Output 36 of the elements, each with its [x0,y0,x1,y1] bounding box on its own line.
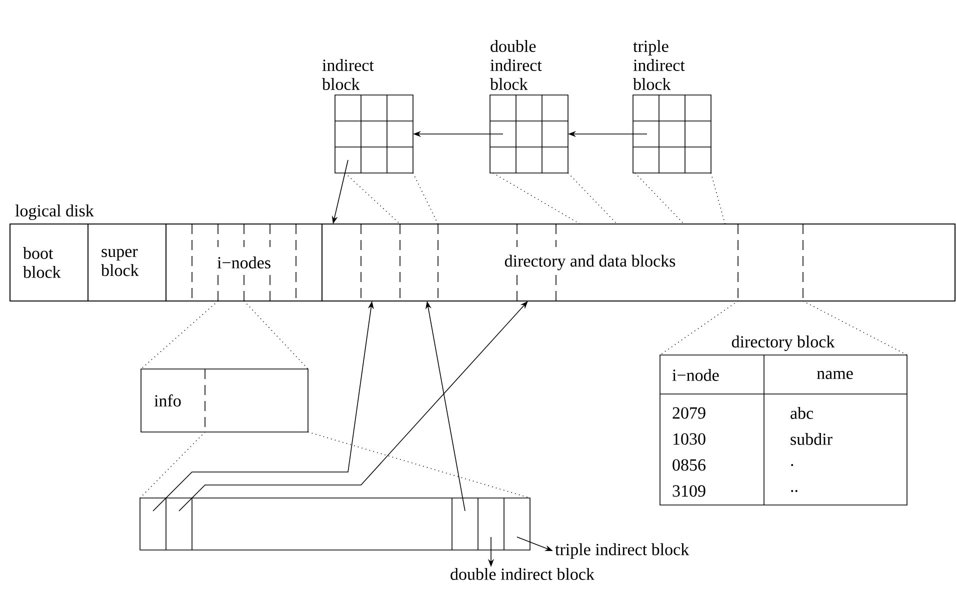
disk-section: boot block [10,224,88,302]
zoom-line [244,300,308,370]
table-title: directory block [730,334,836,352]
disk-section: super block [88,224,166,302]
zoom-line [492,172,580,224]
inode-number: 3109 [672,485,706,497]
zoom-line [344,172,400,224]
file-name: . [791,464,794,466]
zoom-line [568,172,618,224]
pointer-strip [140,498,530,550]
file-name: subdir [790,433,832,445]
block-label: double indirect block [490,40,542,90]
column-header: name [816,370,853,380]
disk-section: directory and data blocks [322,224,956,302]
inode-number: 2079 [672,407,706,419]
inode-number: 0856 [672,459,706,471]
file-name: abc [790,407,814,419]
block-label: indirect block [322,59,374,90]
zoom-line [412,172,438,224]
zoom-line [140,432,206,498]
inode-number: 1030 [674,433,706,445]
zoom-line [634,172,684,224]
pointer-label: double indirect block [450,568,594,580]
zoom-line [710,172,726,224]
arrow [178,301,528,512]
zoom-line [308,432,530,498]
pointer-label: triple indirect block [555,543,690,559]
disk-label: logical disk [15,204,94,220]
file-name: .. [791,490,798,492]
zoom-line [140,300,218,370]
zoom-line [802,300,908,356]
disk-section: i−nodes [166,224,322,302]
column-header: i−node [672,369,719,381]
zoom-line [660,300,738,356]
block-label: triple indirect block [633,40,685,90]
inode-box: info [140,368,308,432]
